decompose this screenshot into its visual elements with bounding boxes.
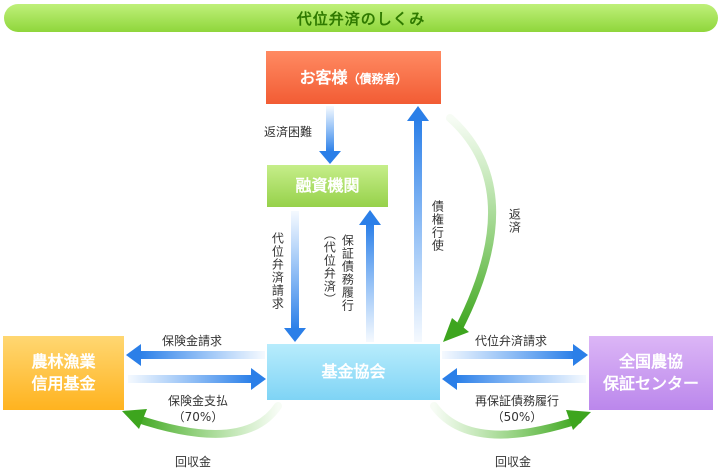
arrow-insurance-claim xyxy=(126,344,265,366)
label-insurance-payment-pct: （70%） xyxy=(172,409,224,424)
label-guarantee-fulfil: 保証債務履行 xyxy=(340,234,355,312)
arrow-insurance-payment xyxy=(128,368,266,390)
label-recovery-left: 回収金 xyxy=(175,455,212,469)
customer-label: お客様 xyxy=(299,67,348,87)
label-reguarantee: 再保証債務履行 （50%） xyxy=(465,394,569,425)
label-right-exercise: 債権行使 xyxy=(430,200,445,252)
node-federation: 農林漁業 信用基金 xyxy=(3,336,124,410)
center-label-line1: 全国農協 xyxy=(618,352,683,372)
node-fund: 基金協会 xyxy=(267,344,440,400)
label-insurance-payment-text: 保険金支払 xyxy=(167,394,228,408)
label-subrogation-request-center: 代位弁済請求 xyxy=(475,334,548,348)
node-bank: 融資機関 xyxy=(267,165,388,207)
node-center: 全国農協 保証センター xyxy=(589,336,713,410)
customer-sub-label: （債務者） xyxy=(347,71,408,86)
arrow-repayment xyxy=(443,114,496,342)
arrow-recovery-right xyxy=(430,402,591,439)
label-reguarantee-text: 再保証債務履行 xyxy=(474,394,559,408)
arrow-subrogation-request-bank xyxy=(284,211,306,342)
label-subrogation-request-bank: 代位弁済請求 xyxy=(270,232,285,310)
label-repayment: 返済 xyxy=(507,208,522,234)
label-insurance-claim: 保険金請求 xyxy=(162,334,223,348)
federation-label-line2: 信用基金 xyxy=(31,374,96,393)
arrow-right-exercise xyxy=(407,106,429,342)
arrow-recovery-left xyxy=(122,402,282,438)
label-repay-difficulty: 返済困難 xyxy=(264,125,313,139)
arrow-reguarantee xyxy=(442,368,586,390)
arrow-subrogation-request-center xyxy=(442,344,588,366)
label-reguarantee-pct: （50%） xyxy=(491,409,543,424)
center-label-line2: 保証センター xyxy=(602,374,699,393)
bank-label: 融資機関 xyxy=(295,176,360,196)
page-title: 代位弁済のしくみ xyxy=(296,9,426,28)
arrow-repay-difficulty xyxy=(319,106,341,164)
title-bar: 代位弁済のしくみ xyxy=(4,4,718,32)
fund-label: 基金協会 xyxy=(321,362,386,382)
label-guarantee-fulfil-paren: （代位弁済） xyxy=(322,228,337,306)
label-recovery-right: 回収金 xyxy=(495,455,532,469)
label-insurance-payment: 保険金支払 （70%） xyxy=(158,394,238,425)
federation-label-line1: 農林漁業 xyxy=(31,352,96,372)
node-customer: お客様（債務者） xyxy=(266,51,441,104)
arrow-guarantee-fulfil xyxy=(359,210,381,342)
